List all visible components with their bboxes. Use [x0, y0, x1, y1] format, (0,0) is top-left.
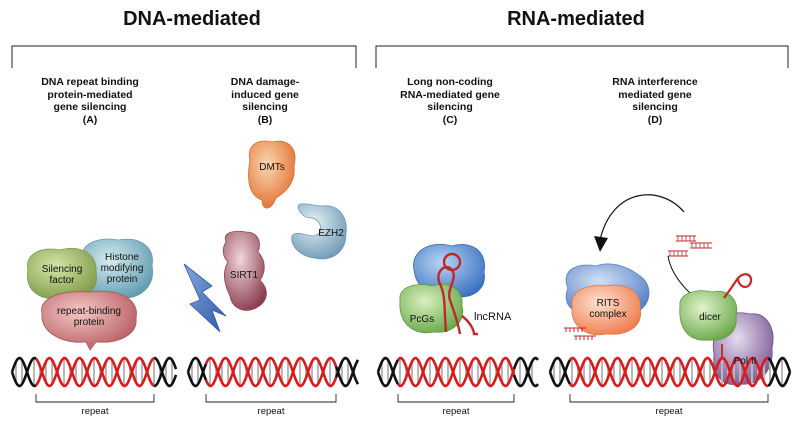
panel-d-title: RNA interference mediated gene silencing…	[590, 76, 720, 126]
repeat-label-b: repeat	[257, 406, 285, 417]
panel-b-title: DNA damage- induced gene silencing (B)	[205, 76, 325, 126]
panel-c-title: Long non-coding RNA-mediated gene silenc…	[385, 76, 515, 126]
rits-complex-label: RITS complex	[580, 298, 636, 320]
dna-repeat-strand	[397, 356, 516, 388]
dna-flank-strand	[10, 356, 37, 388]
dna-helix-b	[186, 356, 360, 388]
panel-a-letter: (A)	[82, 113, 98, 126]
sirt1-protein	[222, 230, 267, 311]
dna-flank-strand	[154, 356, 178, 388]
dna-flank-strand	[767, 356, 792, 388]
ezh2-label: EZH2	[318, 228, 344, 239]
dna-flank-strand	[548, 359, 572, 388]
sirna-duplexes-icon	[668, 235, 712, 257]
repeat-binding-label-line1: repeat-binding	[57, 306, 121, 317]
histone-label-line3: protein	[106, 274, 138, 285]
repeat-binding-label-line2: protein	[73, 317, 105, 328]
panel-c-title-line2: RNA-mediated gene	[400, 88, 500, 101]
dna-helix-a	[10, 356, 178, 388]
silencing-factor-label-line2: factor	[49, 275, 75, 286]
rits-label-line1: RITS	[596, 298, 620, 309]
panel-d-title-line2: mediated gene	[618, 88, 692, 101]
rna-mediated-header: RNA-mediated	[507, 8, 645, 30]
panel-a-title-line1: DNA repeat binding	[41, 76, 139, 88]
panel-b-title-line2: induced gene	[231, 88, 299, 101]
dna-flank-strand	[548, 356, 572, 385]
ezh2-protein	[291, 203, 347, 260]
panel-d-title-line1: RNA interference	[612, 76, 698, 88]
silencing-factor-protein	[27, 247, 97, 300]
histone-label-line2: modifying	[100, 263, 144, 274]
dna-helix-d	[548, 356, 792, 388]
sirt1-label: SIRT1	[229, 270, 259, 281]
dna-flank-strand	[334, 356, 360, 385]
panel-b-letter: (B)	[257, 113, 273, 126]
rits-label-line2: complex	[589, 309, 627, 320]
panel-c-letter: (C)	[442, 113, 458, 126]
repeat-bracket-c	[397, 394, 515, 403]
dna-flank-strand	[376, 356, 400, 385]
repeat-label-a: repeat	[81, 406, 109, 417]
lncrna-hairpin-icon	[437, 252, 478, 336]
silencing-factor-label: Silencing factor	[32, 264, 92, 286]
dna-repeat-strand	[204, 356, 338, 388]
dna-flank-strand	[512, 356, 539, 388]
repeat-binding-protein	[41, 290, 137, 351]
dna-helix-c	[376, 356, 539, 388]
dna-flank-strand	[154, 356, 178, 388]
dicer-protein	[679, 290, 738, 341]
histone-label-line1: Histone	[105, 252, 139, 263]
dna-repeat-strand	[397, 356, 516, 388]
dmts-protein	[248, 140, 296, 209]
pol2-label: Pol II	[733, 356, 757, 367]
dna-flank-strand	[186, 356, 208, 381]
repeat-bracket-a	[35, 394, 155, 403]
dna-section-bracket	[11, 45, 357, 68]
rits-bound-sirna-icon	[564, 327, 596, 340]
dna-flank-strand	[334, 359, 360, 388]
panel-d-title-line3: silencing	[632, 101, 678, 113]
repeat-bracket-d	[569, 394, 769, 403]
panel-a-title-line2: protein-mediated	[47, 88, 133, 101]
lncrna-label: lncRNA	[474, 311, 512, 323]
dna-damage-bolt-icon	[183, 263, 227, 333]
cycle-arrow-icon	[594, 194, 685, 252]
dna-repeat-strand	[204, 356, 338, 388]
panel-b-title-line3: silencing	[242, 101, 288, 113]
panel-b-title-line1: DNA damage-	[230, 76, 300, 88]
dna-repeat-strand	[569, 356, 768, 388]
silencing-factor-label-line1: Silencing	[41, 264, 83, 275]
pcgs-label: PcGs	[409, 314, 435, 325]
dna-flank-strand	[376, 359, 400, 388]
panel-d-letter: (D)	[647, 113, 663, 126]
pcgs-protein	[399, 283, 464, 334]
dmts-label: DMTs	[259, 162, 285, 173]
repeat-label-c: repeat	[442, 406, 470, 417]
rna-section-bracket	[375, 45, 789, 68]
dna-repeat-strand	[35, 356, 155, 388]
panel-a-title: DNA repeat binding protein-mediated gene…	[20, 76, 160, 126]
repeat-label-d: repeat	[655, 406, 683, 417]
dna-flank-strand	[512, 356, 539, 388]
dna-flank-strand	[767, 356, 792, 388]
rits-complex-protein	[571, 284, 641, 336]
dna-repeat-strand	[35, 356, 155, 388]
panel-c-title-line3: silencing	[427, 101, 473, 113]
panel-a-title-line3: gene silencing	[53, 101, 127, 113]
dna-mediated-header: DNA-mediated	[123, 8, 261, 30]
pre-mirna-hairpin-icon	[723, 273, 753, 299]
dna-repeat-strand	[569, 356, 768, 388]
panel-c-title-line1: Long non-coding	[407, 76, 493, 88]
histone-modifying-label: Histone modifying protein	[92, 252, 152, 285]
repeat-bracket-b	[205, 394, 337, 403]
dicer-label: dicer	[699, 312, 721, 323]
dna-flank-strand	[10, 356, 37, 388]
repeat-binding-label: repeat-binding protein	[46, 306, 132, 328]
